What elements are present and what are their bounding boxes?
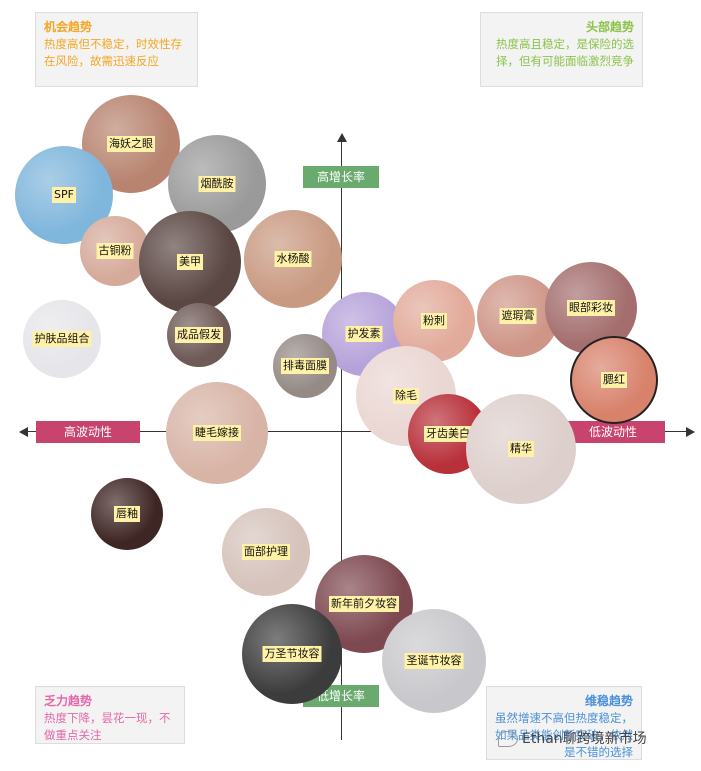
trend-bubble-label: 美甲 [177, 254, 203, 270]
trend-bubble: 精华 [466, 394, 576, 504]
quadrant-desc-opportunity: 热度高但不稳定，时效性存在风险，故需迅速反应 [44, 37, 182, 68]
quadrant-desc-stable: 虽然增速不高但热度稳定，如果品类能创新突破，依然是不错的选择 [495, 711, 633, 759]
trend-bubble-label: SPF [52, 187, 76, 203]
trend-bubble: 睫毛嫁接 [166, 382, 268, 484]
trend-bubble: 新年前夕妆容 [315, 555, 413, 653]
quadrant-note-opportunity: 机会趋势 热度高但不稳定，时效性存在风险，故需迅速反应 [35, 12, 198, 87]
wechat-icon [498, 731, 518, 747]
trend-bubble-label: 护肤品组合 [32, 331, 92, 347]
trend-bubble: 排毒面膜 [273, 334, 337, 398]
trend-bubble-label: 牙齿美白 [424, 426, 472, 442]
trend-bubble-label: 眼部彩妆 [567, 300, 615, 316]
quadrant-note-stable: 维稳趋势 虽然增速不高但热度稳定，如果品类能创新突破，依然是不错的选择 [486, 686, 642, 760]
quadrant-note-leading: 头部趋势 热度高且稳定，是保险的选择，但有可能面临激烈竞争 [480, 12, 643, 87]
axis-label-high-growth: 高增长率 [303, 166, 379, 188]
trend-bubble: 面部护理 [222, 508, 310, 596]
arrow-up-icon [337, 133, 347, 142]
trend-bubble-label: 水杨酸 [274, 251, 312, 267]
trend-bubble-label: 新年前夕妆容 [329, 596, 399, 612]
trend-bubble-label: 遮瑕膏 [499, 308, 537, 324]
trend-bubble-label: 圣诞节妆容 [404, 653, 464, 669]
trend-bubble: 腮红 [570, 336, 658, 424]
axis-label-low-volatility: 低波动性 [561, 421, 665, 443]
trend-bubble-label: 古铜粉 [96, 243, 134, 259]
vertical-axis-line [341, 140, 342, 740]
trend-bubble: 万圣节妆容 [242, 604, 342, 704]
trend-bubble: 水杨酸 [244, 210, 342, 308]
quadrant-note-weak: 乏力趋势 热度下降，昙花一现，不做重点关注 [35, 686, 185, 744]
horizontal-axis-line [24, 431, 688, 432]
arrow-right-icon [686, 427, 695, 437]
watermark: Ethan聊跨境新市场 [498, 728, 647, 748]
trend-bubble-label: 腮红 [601, 372, 627, 388]
quadrant-desc-leading: 热度高且稳定，是保险的选择，但有可能面临激烈竞争 [496, 37, 634, 68]
trend-bubble-label: 除毛 [393, 388, 419, 404]
trend-bubble: 护肤品组合 [23, 300, 101, 378]
quadrant-title-weak: 乏力趋势 [44, 694, 93, 708]
trend-bubble-label: 面部护理 [242, 544, 290, 560]
trend-bubble-label: 烟酰胺 [198, 176, 236, 192]
quadrant-desc-weak: 热度下降，昙花一现，不做重点关注 [44, 711, 171, 742]
trend-bubble: 美甲 [139, 211, 241, 313]
trend-bubble-label: 睫毛嫁接 [193, 425, 241, 441]
quadrant-title-leading: 头部趋势 [585, 20, 634, 34]
quadrant-title-opportunity: 机会趋势 [44, 20, 93, 34]
trend-bubble: 唇釉 [91, 478, 163, 550]
trend-bubble-label: 唇釉 [114, 506, 140, 522]
trend-bubble: 粉刺 [393, 280, 475, 362]
trend-bubble-label: 粉刺 [421, 313, 447, 329]
trend-bubble: 眼部彩妆 [545, 262, 637, 354]
trend-bubble: 成品假发 [167, 303, 231, 367]
trend-bubble: 古铜粉 [80, 216, 150, 286]
trend-bubble-label: 万圣节妆容 [262, 646, 322, 662]
axis-label-high-volatility: 高波动性 [36, 421, 140, 443]
arrow-left-icon [19, 427, 28, 437]
trend-bubble-label: 排毒面膜 [281, 358, 329, 374]
trend-bubble-label: 海妖之眼 [107, 136, 155, 152]
trend-bubble: 遮瑕膏 [477, 275, 559, 357]
trend-bubble: 圣诞节妆容 [382, 609, 486, 713]
trend-bubble-label: 成品假发 [175, 327, 223, 343]
trend-bubble-label: 护发素 [345, 326, 383, 342]
trend-bubble-label: 精华 [508, 441, 534, 457]
watermark-text: Ethan聊跨境新市场 [522, 731, 647, 747]
quadrant-title-stable: 维稳趋势 [584, 694, 633, 708]
